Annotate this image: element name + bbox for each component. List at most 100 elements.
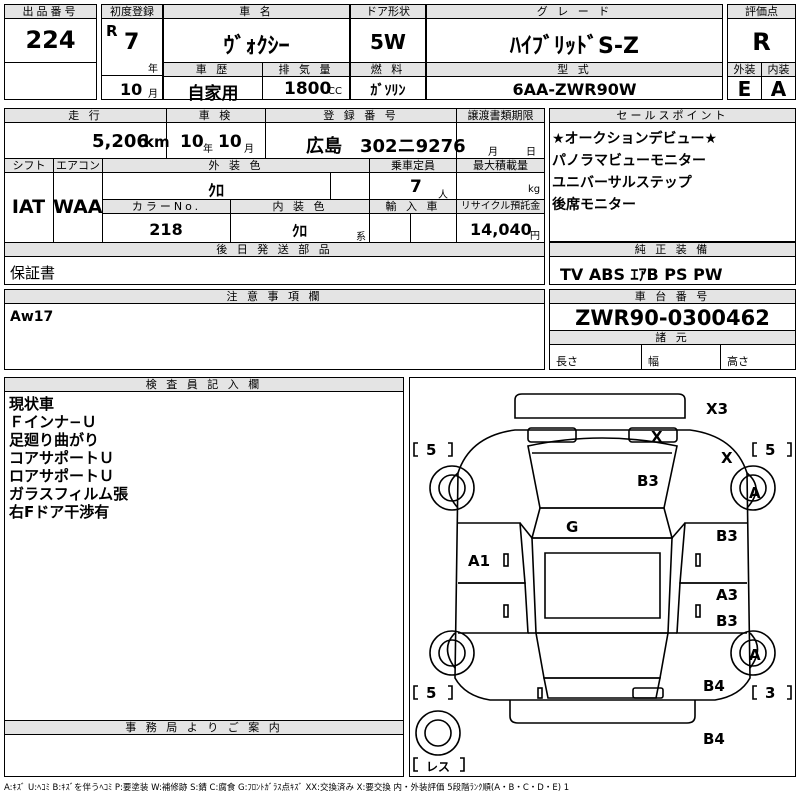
shift: IAT xyxy=(11,196,46,218)
mark-b4-rear-right: B4 xyxy=(703,677,725,695)
inspector-line: 現状車 xyxy=(9,395,55,413)
inspector-line: 右Fドア干渉有 xyxy=(9,503,110,521)
tire-rear-right: 3 xyxy=(765,684,776,702)
spec-height: 高さ xyxy=(727,355,749,368)
insp-year: 10 xyxy=(180,132,204,152)
capacity-unit: 人 xyxy=(438,190,448,201)
mark-a-rear-right: A xyxy=(749,646,761,664)
equipment-label: 純 正 装 備 xyxy=(549,242,796,257)
exterior-score: E xyxy=(737,77,752,101)
door-type: 5W xyxy=(370,30,406,54)
sales-point-label: セールスポイント xyxy=(549,108,796,123)
transfer-month: 月 xyxy=(488,147,498,158)
fuel: ｶﾞｿﾘﾝ xyxy=(370,83,406,99)
reg-number: 302ニ9276 xyxy=(360,136,466,157)
mark-g-windshield: G xyxy=(566,518,579,536)
later-parts: 保証書 xyxy=(10,264,56,282)
later-parts-label: 後 日 発 送 部 品 xyxy=(4,242,545,257)
car-name-label: 車 名 xyxy=(163,4,350,19)
inspector-line: コアサポートＵ xyxy=(9,449,115,467)
notes-label: 注 意 事 項 欄 xyxy=(4,289,545,304)
history-label: 車 歴 xyxy=(163,62,263,77)
car-outline xyxy=(413,393,792,772)
spec-label: 諸 元 xyxy=(549,330,796,345)
recycle-label: リサイクル預託金 xyxy=(456,199,545,214)
recycle-fee: 14,040 xyxy=(470,220,532,239)
tire-front-left: 5 xyxy=(426,441,437,459)
load-label: 最大積載量 xyxy=(456,158,545,173)
ext-color: ｸﾛ xyxy=(207,181,224,200)
color-label: 外 装 色 xyxy=(102,158,370,173)
sales-point-item: ★オークションデビュー★ xyxy=(552,131,718,147)
mark-a1-left: A1 xyxy=(468,552,491,570)
inspector-line: ロアサポートＵ xyxy=(9,467,115,485)
chassis-label: 車 台 番 号 xyxy=(549,289,796,304)
tire-front-right: 5 xyxy=(765,441,776,459)
sales-point-item: パノラマビューモニター xyxy=(552,153,706,169)
year-unit: 年 xyxy=(148,64,158,75)
car-name: ｳﾞｫｸｼｰ xyxy=(223,34,290,59)
insp-year-unit: 年 xyxy=(203,144,213,155)
mark-x3: X3 xyxy=(706,400,729,418)
sales-point-item: 後席モニター xyxy=(552,197,636,213)
spec-length: 長さ xyxy=(556,355,578,368)
lot-number-box xyxy=(4,4,97,100)
interior-color-label: 内 装 色 xyxy=(230,199,370,214)
first-reg-box xyxy=(101,4,163,100)
interior-unit: 系 xyxy=(356,232,366,243)
displacement-label: 排 気 量 xyxy=(262,62,350,77)
score-label: 評価点 xyxy=(727,4,796,19)
door-label: ドア形状 xyxy=(350,4,426,19)
mark-x-front-right: X xyxy=(721,449,733,467)
damage-diagram: X3 X X B3 A G A1 B3 A3 B3 A B4 B4 5 5 5 … xyxy=(409,377,796,777)
equipment: TV ABS ｴｱB PS PW xyxy=(560,265,723,284)
insp-month: 10 xyxy=(218,132,242,152)
recycle-unit: 円 xyxy=(530,231,540,242)
first-reg-year: 7 xyxy=(124,30,140,55)
spec-width: 幅 xyxy=(648,355,659,368)
mark-a-front-right: A xyxy=(749,484,761,502)
mark-b3-hood: B3 xyxy=(637,472,659,490)
model-code: 6AA-ZWR90W xyxy=(512,80,637,99)
capacity-label: 乗車定員 xyxy=(369,158,457,173)
insp-month-unit: 月 xyxy=(244,144,254,155)
month-unit: 月 xyxy=(148,89,158,100)
shift-label: シフト xyxy=(4,158,54,173)
disp-unit: CC xyxy=(328,86,342,97)
inspector-notes: 現状車 Ｆインナ−Ｕ 足廻り曲がり コアサポートＵ ロアサポートＵ ガラスフィル… xyxy=(9,395,128,521)
transfer-label: 譲渡書類期限 xyxy=(456,108,545,123)
mileage: 5,206 xyxy=(92,131,149,152)
mileage-unit: km xyxy=(144,133,170,151)
spare-tire: レス xyxy=(426,760,451,774)
inspector-line: 足廻り曲がり xyxy=(9,431,100,449)
sales-point-list: ★オークションデビュー★ パノラマビューモニター ユニバーサルステップ 後席モニ… xyxy=(552,128,717,216)
interior-score: A xyxy=(770,77,787,101)
ac: WAA xyxy=(53,196,103,218)
chassis-number: ZWR90-0300462 xyxy=(575,306,770,330)
ac-label: エアコン xyxy=(53,158,103,173)
notes: Aw17 xyxy=(10,309,54,325)
displacement: 1800 xyxy=(284,79,332,99)
grade: ﾊｲﾌﾞﾘｯﾄﾞS-Z xyxy=(510,34,639,59)
grade-label: グ レ ー ド xyxy=(426,4,723,19)
mark-b4-bumper: B4 xyxy=(703,730,725,748)
mark-x-hood: X xyxy=(651,428,663,446)
inspection-label: 車 検 xyxy=(166,108,266,123)
fuel-label: 燃 料 xyxy=(350,62,426,77)
model-label: 型 式 xyxy=(426,62,723,77)
reg-area: 広島 xyxy=(306,136,342,157)
lot-number-label: 出品番号 xyxy=(4,4,97,19)
inspector-line: ガラスフィルム張 xyxy=(9,485,129,503)
tire-rear-left: 5 xyxy=(426,684,437,702)
office-label: 事 務 局 よ り ご 案 内 xyxy=(4,720,404,735)
inspector-label: 検 査 員 記 入 欄 xyxy=(4,377,404,392)
mark-b3-right-rear: B3 xyxy=(716,612,738,630)
sales-point-item: ユニバーサルステップ xyxy=(552,175,692,191)
load-unit: kg xyxy=(528,184,541,195)
transfer-day: 日 xyxy=(526,147,536,158)
ext-label: 外装 xyxy=(727,62,762,77)
mileage-label: 走 行 xyxy=(4,108,167,123)
first-reg-month: 10 xyxy=(120,80,143,99)
history: 自家用 xyxy=(187,84,239,104)
mark-b3-right-door: B3 xyxy=(716,527,738,545)
